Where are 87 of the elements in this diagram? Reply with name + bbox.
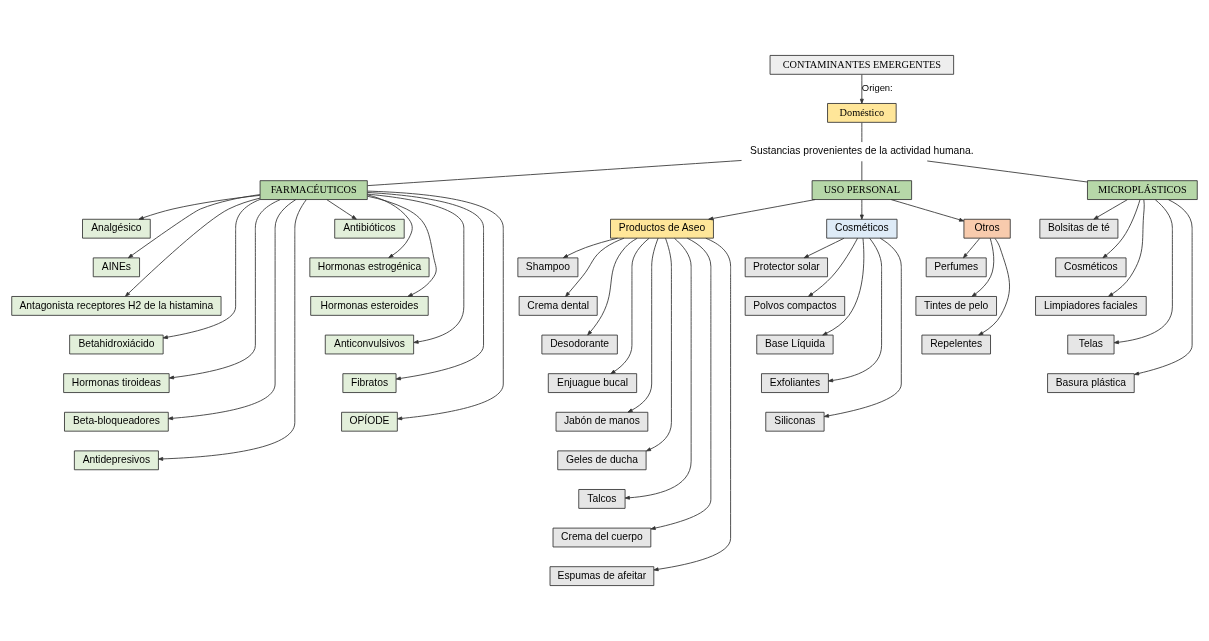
node-box: Protector solar: [744, 257, 828, 278]
node-box: Hormonas estrogénica: [309, 257, 430, 278]
node-box: OPÍODE: [341, 411, 398, 432]
arrow: [367, 192, 484, 381]
node-box: Fibratos: [342, 373, 397, 393]
node-box: Cosméticos: [1055, 257, 1127, 278]
node-box: Hormonas esteroides: [310, 296, 429, 316]
arrow: [167, 199, 297, 421]
node-box: Perfumes: [925, 257, 987, 278]
node-box: Antibióticos: [334, 218, 405, 239]
node-box: Bolsitas de té: [1039, 218, 1119, 239]
arrow: [367, 194, 413, 259]
node-box: Crema dental: [518, 296, 598, 316]
node-box: FARMACÉUTICOS: [259, 180, 368, 200]
node-box: Talcos: [578, 489, 626, 509]
arrow: [367, 190, 504, 421]
node-box: Base Líquida: [756, 334, 834, 355]
arrow: [859, 74, 864, 104]
node-box: Anticonvulsivos: [324, 334, 415, 355]
connector: [861, 160, 863, 182]
node-box: Beta-bloqueadores: [64, 411, 169, 432]
arrow: [1113, 199, 1173, 345]
node-box: Antidepresivos: [73, 450, 159, 471]
node-box: Cosméticos: [826, 218, 898, 239]
arrow: [624, 237, 692, 500]
node-box: MICROPLÁSTICOS: [1087, 180, 1198, 200]
node-box: Desodorante: [541, 334, 618, 355]
arrow: [565, 237, 625, 297]
node-box: Geles de ducha: [557, 450, 647, 471]
connector: [926, 160, 1088, 183]
node-box: Polvos compactos: [744, 296, 846, 316]
arrow: [1134, 199, 1193, 376]
arrow: [822, 237, 865, 336]
arrow: [168, 199, 281, 380]
node-box: Otros: [963, 218, 1011, 239]
arrow: [708, 199, 816, 221]
arrow: [158, 199, 307, 461]
node-box: Doméstico: [827, 103, 897, 123]
node-box: Betahidroxiácido: [69, 334, 164, 355]
arrow: [367, 193, 465, 344]
node-box: Exfoliantes: [761, 373, 829, 393]
arrow: [653, 237, 732, 572]
arrow: [1093, 199, 1128, 220]
arrow: [562, 237, 618, 259]
node-box: Telas: [1067, 334, 1115, 355]
arrow: [162, 199, 261, 340]
connector: [861, 122, 863, 143]
arrow: [808, 237, 858, 297]
arrow: [326, 199, 357, 220]
node-box: Espumas de afeitar: [549, 566, 655, 586]
arrow: [890, 199, 965, 222]
arrow: [367, 195, 437, 297]
node-box: Repelentes: [921, 334, 991, 355]
node-box: Enjuague bucal: [547, 373, 638, 393]
arrow: [587, 237, 638, 336]
node-box: Limpiadores faciales: [1035, 296, 1147, 316]
arrow: [627, 237, 659, 413]
node-box: Analgésico: [82, 218, 151, 239]
node-box: Shampoo: [517, 257, 579, 278]
node-box: CONTAMINANTES EMERGENTES: [769, 55, 955, 75]
edge-label: Origen:: [861, 82, 893, 94]
arrow: [971, 237, 995, 297]
arrow: [1102, 199, 1141, 259]
arrow: [1108, 199, 1145, 297]
arrow: [823, 237, 902, 418]
node-box: Basura plástica: [1047, 373, 1135, 393]
arrow: [828, 237, 882, 383]
node-box: Siliconas: [765, 411, 825, 432]
arrow: [645, 237, 672, 452]
node-box: AINEs: [92, 257, 140, 278]
node-box: Antagonista receptores H2 de la histamina: [11, 296, 222, 316]
arrow: [803, 237, 845, 259]
arrow: [610, 237, 650, 375]
node-text: Sustancias provenientes de la actividad humana.: [750, 145, 974, 157]
arrow: [138, 194, 261, 220]
arrow: [127, 194, 261, 259]
arrow: [963, 238, 981, 259]
arrow: [125, 197, 261, 297]
node-box: Jabón de manos: [555, 411, 649, 432]
node-box: Crema del cuerpo: [552, 527, 652, 548]
arrow: [978, 238, 1010, 336]
node-box: Hormonas tiroideas: [63, 373, 170, 393]
arrow: [650, 237, 712, 530]
node-box: USO PERSONAL: [811, 180, 913, 200]
connector: [367, 160, 742, 187]
node-box: Tintes de pelo: [915, 296, 997, 316]
arrow: [859, 199, 864, 220]
